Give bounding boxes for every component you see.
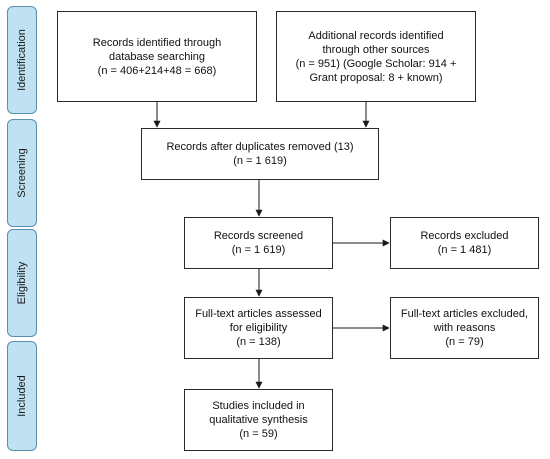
- box-line: qualitative synthesis: [209, 414, 308, 426]
- box-studies-included: Studies included in qualitative synthesi…: [184, 389, 333, 451]
- box-line: with reasons: [433, 322, 496, 334]
- phase-label: Screening: [16, 148, 28, 198]
- phase-included: Included: [7, 341, 37, 451]
- box-line: (n = 138): [236, 336, 281, 348]
- box-other-sources: Additional records identified through ot…: [276, 11, 476, 102]
- box-line: through other sources: [322, 43, 430, 56]
- box-database-searching: Records identified through database sear…: [57, 11, 257, 102]
- box-fulltext-assessed: Full-text articles assessed for eligibil…: [184, 297, 333, 359]
- box-after-duplicates: Records after duplicates removed (13) (n…: [141, 128, 379, 180]
- box-line: (n = 1 619): [233, 155, 287, 167]
- phase-identification: Identification: [7, 6, 37, 114]
- phase-label: Included: [16, 375, 28, 417]
- box-line: Grant proposal: 8 + known): [309, 71, 443, 84]
- box-line: (n = 1 619): [231, 244, 286, 256]
- box-line: Studies included in: [212, 400, 305, 412]
- box-line: Records screened: [213, 230, 304, 242]
- box-line: Records excluded: [420, 230, 509, 242]
- box-line: Full-text articles excluded,: [400, 308, 529, 320]
- box-line: (n = 1 481): [437, 244, 492, 256]
- box-line: (n = 59): [239, 428, 278, 440]
- box-records-excluded: Records excluded (n = 1 481): [390, 217, 539, 269]
- box-line: Records identified through: [92, 36, 222, 49]
- box-line: Full-text articles assessed: [195, 308, 322, 320]
- box-line: for eligibility: [229, 322, 288, 334]
- phase-screening: Screening: [7, 119, 37, 227]
- box-line: Additional records identified: [308, 29, 444, 42]
- phase-eligibility: Eligibility: [7, 229, 37, 337]
- phase-label: Eligibility: [16, 261, 28, 305]
- box-line: Records after duplicates removed (13): [166, 141, 354, 153]
- phase-label: Identification: [16, 29, 28, 91]
- box-fulltext-excluded: Full-text articles excluded, with reason…: [390, 297, 539, 359]
- box-line: database searching: [108, 50, 205, 63]
- box-records-screened: Records screened (n = 1 619): [184, 217, 333, 269]
- box-line: (n = 79): [445, 336, 484, 348]
- box-line: (n = 951) (Google Scholar: 914 +: [295, 57, 457, 70]
- box-line: (n = 406+214+48 = 668): [97, 64, 217, 77]
